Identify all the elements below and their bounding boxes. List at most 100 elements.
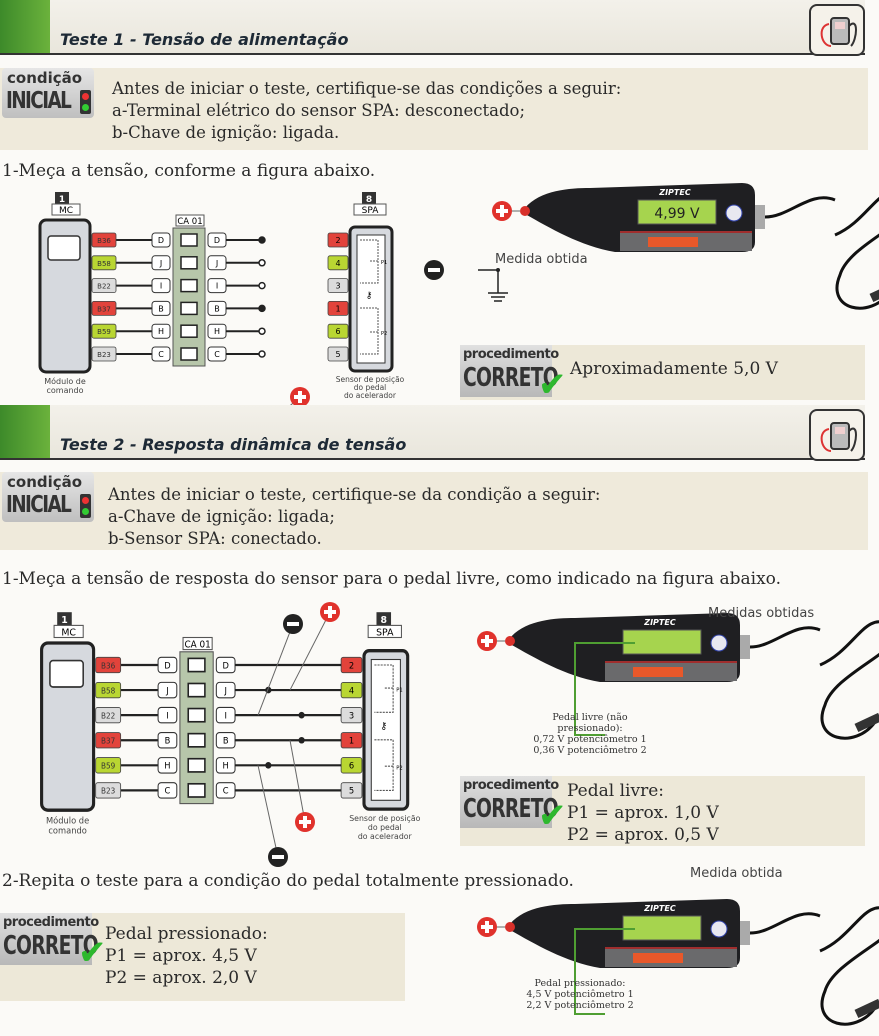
checkmark-icon: ✔ (538, 365, 567, 405)
connector-tag: CA 01 (177, 217, 202, 227)
spa-tag-box (367, 624, 402, 639)
correct-procedure-box: procedimento CORRETO ✔ Aproximadamente 5… (460, 345, 865, 405)
connector-letter: C (223, 787, 229, 797)
condition-line: Antes de iniciar o teste, certifique-se … (112, 79, 622, 98)
section-title: Teste 2 - Resposta dinâmica de tensão (60, 435, 407, 454)
chip-icon (47, 235, 81, 261)
connector-letter: D (158, 236, 164, 245)
plus-probe-icon (477, 917, 497, 937)
procedure-badge: procedimento CORRETO ✔ (0, 913, 107, 973)
measure-label: Medida obtida (690, 866, 783, 881)
probe-bar (272, 855, 284, 859)
connector-pin (151, 300, 171, 316)
section-header-test1: Teste 1 - Tensão de alimentação (0, 0, 865, 56)
terminal-icon (187, 707, 206, 723)
connector-letter: D (214, 236, 220, 245)
correct-procedure-box: procedimento CORRETO ✔ Pedal livre: P1 =… (460, 776, 865, 846)
mc-pin-label: B59 (97, 328, 111, 336)
probe-tip (505, 922, 515, 932)
meter-connector (755, 205, 765, 229)
maker-logo (648, 237, 698, 247)
meter-display (637, 199, 717, 225)
reading-pointer (574, 642, 635, 736)
connector-letter: H (223, 761, 229, 771)
connector-pin (157, 656, 178, 674)
result-line: P2 = aprox. 0,5 V (567, 825, 719, 845)
connector-letter: D (222, 661, 229, 671)
terminal-icon (180, 278, 198, 293)
measurement-note: Pedal pressionado: 4,5 V potenciômetro 1… (515, 978, 645, 1011)
test-point (298, 736, 305, 744)
mc-pin-label: B59 (101, 761, 115, 770)
badge-bottom: INICIAL (6, 88, 72, 114)
test-point (265, 762, 272, 769)
round-logo (725, 204, 743, 222)
badge-top: procedimento (463, 778, 559, 793)
cable (749, 626, 821, 649)
connector-letter: J (223, 686, 226, 696)
terminal-icon (187, 757, 206, 773)
probe-bar (485, 921, 489, 933)
probe-bar (298, 391, 302, 403)
mc-pin (91, 301, 117, 316)
terminal-icon (180, 233, 198, 247)
meter-display (622, 629, 702, 655)
section-title: Teste 1 - Tensão de alimentação (60, 30, 349, 49)
spa-pin-label: 4 (335, 259, 340, 268)
traffic-light-icon (80, 90, 91, 114)
spa-pin (327, 232, 349, 248)
connector-letter: D (164, 661, 171, 671)
condition-lines: Antes de iniciar o teste, certifique-se … (108, 484, 600, 550)
correct-procedure-box: procedimento CORRETO ✔ Pedal pressionado… (0, 913, 405, 1001)
probe-cable (819, 906, 879, 1026)
mc-pin (91, 346, 117, 362)
connector-ca01 (179, 651, 214, 805)
wire-end (258, 259, 266, 267)
pot-label: P2 (396, 765, 402, 771)
connector-letter: I (160, 282, 162, 291)
traffic-light-icon (80, 494, 91, 518)
probe-bar (500, 205, 504, 217)
mc-pin-label: B37 (97, 305, 111, 313)
connector-tag: CA 01 (184, 640, 210, 650)
spa-label: do pedal (354, 383, 387, 392)
wire-end (258, 281, 266, 290)
connector-pin (157, 782, 178, 799)
plus-probe-icon (290, 387, 310, 405)
connector-letter: J (165, 686, 168, 696)
spa-pin-label: 2 (335, 236, 340, 245)
mc-pin (95, 782, 122, 799)
pot-label: P2 (381, 331, 387, 337)
probe-bar (303, 816, 307, 828)
mc-label: Módulo de (46, 815, 89, 826)
spa-pin-label: 3 (349, 711, 354, 721)
spa-label: Sensor de posição (336, 375, 405, 384)
mc-pin-label: B58 (97, 260, 111, 268)
meter-reading: 4,99 V (654, 206, 700, 222)
terminal-icon (187, 682, 206, 698)
condition-line: a-Chave de ignição: ligada; (108, 507, 335, 526)
multimeter: ZIPTEC (477, 899, 879, 1026)
connector-letter: I (224, 711, 226, 721)
mc-pin-label: B37 (101, 736, 115, 745)
connector-letter: B (165, 736, 171, 746)
initial-condition-box: condição INICIAL Antes de iniciar o test… (0, 472, 868, 550)
measure-label: Medidas obtidas (708, 606, 815, 621)
round-logo (710, 634, 728, 652)
note-line: 0,36 V potenciômetro 2 (533, 745, 647, 756)
ground-plug (854, 712, 879, 733)
condition-line: Antes de iniciar o teste, certifique-se … (108, 485, 601, 504)
mc-pin-label: B36 (97, 237, 111, 245)
mc-pin (91, 278, 117, 293)
wire-end (258, 236, 266, 244)
connector-letter: I (216, 282, 218, 291)
connector-tag-box (182, 636, 213, 651)
condition-badge: condição INICIAL (2, 68, 94, 118)
pot-label: P1 (396, 687, 402, 693)
spa-pin-label: 5 (335, 350, 340, 359)
terminal-icon (187, 732, 206, 748)
brand-logo: ZIPTEC (643, 618, 676, 627)
connector-letter: J (159, 259, 162, 268)
